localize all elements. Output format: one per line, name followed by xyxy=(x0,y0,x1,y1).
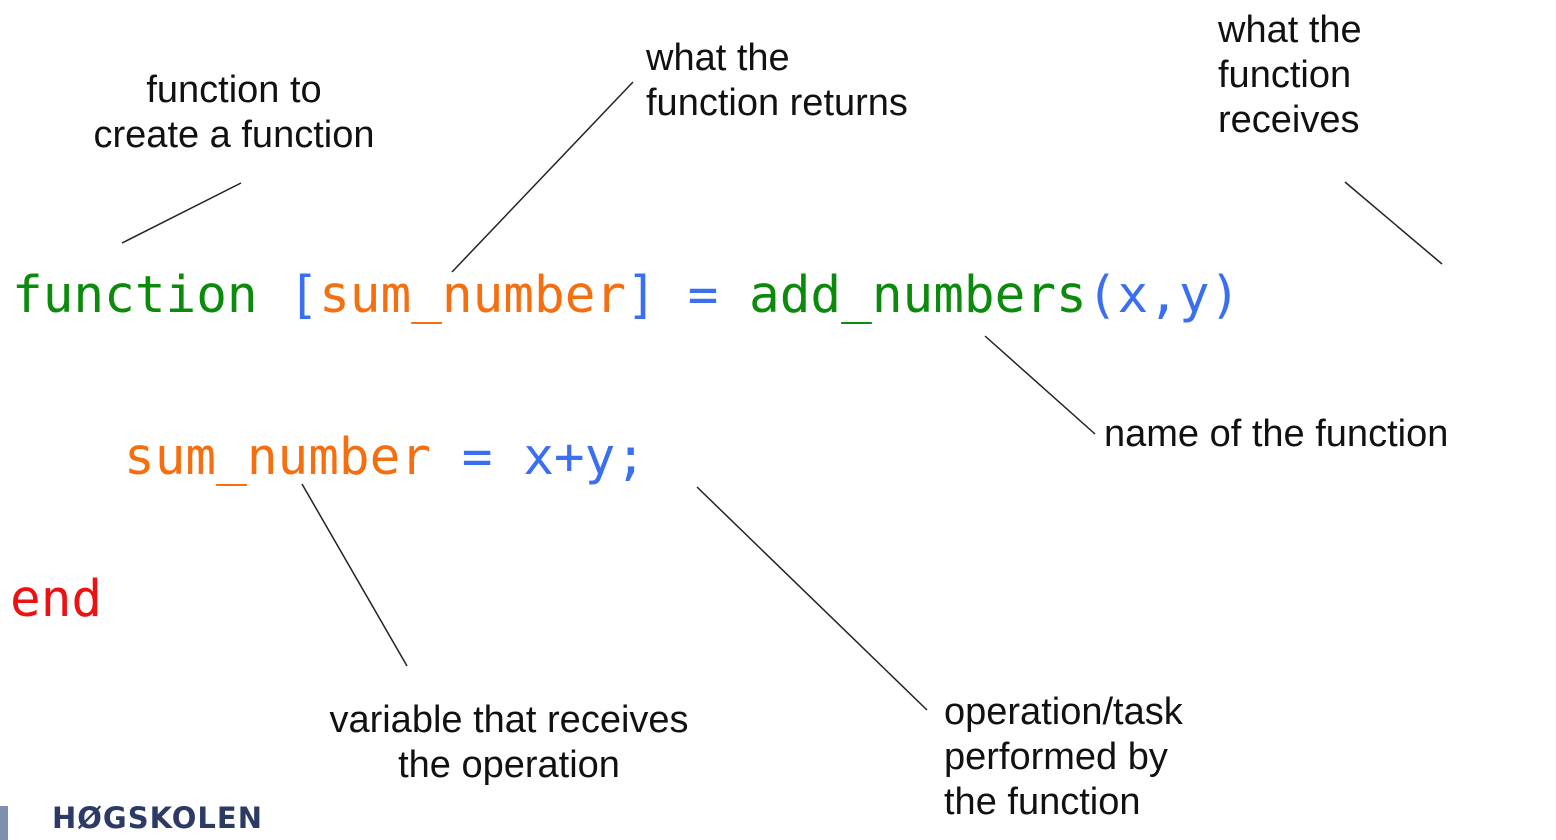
leader-line-operation xyxy=(696,486,928,711)
annotation-function-name: name of the function xyxy=(1104,412,1556,457)
annotation-line: what the xyxy=(1218,9,1362,51)
argument-comma: , xyxy=(1148,266,1179,325)
annotation-line: function returns xyxy=(646,82,908,124)
annotation-receives: what the function receives xyxy=(1218,8,1418,143)
leader-line-receives xyxy=(1344,181,1443,265)
leader-line-name xyxy=(984,335,1096,435)
output-close-bracket: ] xyxy=(626,266,657,325)
body-variable: sum_number xyxy=(124,428,432,487)
annotation-line: function to xyxy=(146,69,322,111)
body-expression: x+y; xyxy=(523,428,647,487)
annotation-line: the function xyxy=(944,781,1141,823)
code-line-function-signature: function [sum_number] = add_numbers(x,y) xyxy=(12,266,1240,326)
annotation-operation: operation/task performed by the function xyxy=(944,690,1324,825)
annotation-line: the operation xyxy=(398,744,620,786)
logo-mark xyxy=(0,806,8,840)
open-paren: ( xyxy=(1086,266,1118,325)
annotation-line: receives xyxy=(1218,99,1360,141)
function-name: add_numbers xyxy=(749,266,1087,325)
annotation-variable: variable that receives the operation xyxy=(244,698,774,788)
leader-line-create xyxy=(121,182,242,244)
argument-y: y xyxy=(1178,266,1210,325)
argument-x: x xyxy=(1117,266,1149,325)
leader-line-variable xyxy=(301,483,408,667)
annotation-line: create a function xyxy=(93,114,375,156)
close-paren: ) xyxy=(1209,266,1241,325)
assignment-operator: = xyxy=(687,266,719,325)
end-keyword: end xyxy=(10,570,103,629)
annotation-returns: what the function returns xyxy=(646,36,1006,126)
leader-line-returns xyxy=(451,81,634,273)
annotation-line: name of the function xyxy=(1104,413,1449,455)
annotation-line: function xyxy=(1218,54,1352,96)
annotation-line: variable that receives xyxy=(329,699,689,741)
output-variable: sum_number xyxy=(319,266,627,325)
annotation-create-function: function to create a function xyxy=(44,68,424,158)
function-keyword: function xyxy=(12,266,258,325)
annotation-line: what the xyxy=(646,37,790,79)
annotation-line: operation/task xyxy=(944,691,1183,733)
output-open-bracket: [ xyxy=(288,266,320,325)
logo-text: HØGSKOLEN xyxy=(52,801,263,835)
code-line-body: sum_number = x+y; xyxy=(124,428,646,488)
body-assignment-operator: = xyxy=(461,428,493,487)
code-line-end: end xyxy=(10,570,102,630)
annotation-line: performed by xyxy=(944,736,1168,778)
